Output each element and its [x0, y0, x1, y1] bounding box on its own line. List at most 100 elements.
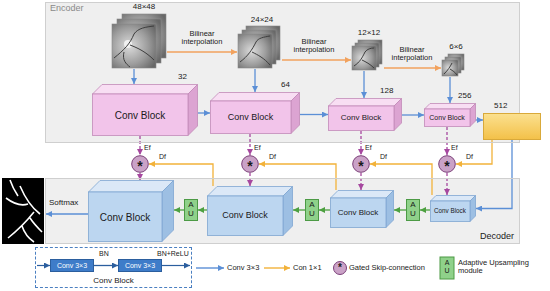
connector — [446, 173, 447, 195]
block-side-face — [470, 104, 476, 127]
node-text: 512 — [494, 102, 507, 111]
connector — [476, 119, 483, 120]
legend-conv-arrow — [196, 267, 224, 268]
node-text: Conv Block — [434, 208, 466, 215]
image-slice — [238, 34, 272, 68]
input-image-stack — [112, 14, 464, 76]
channel-count: 128 — [380, 87, 393, 96]
signal-label: Df — [159, 153, 166, 161]
connector — [476, 140, 512, 209]
text-holder: Conv Block — [88, 192, 162, 242]
connector — [446, 127, 447, 155]
output-arrow — [46, 213, 88, 214]
connector — [360, 173, 361, 190]
connector — [249, 134, 250, 155]
block-side-face — [470, 196, 476, 222]
connector — [94, 265, 118, 266]
text-holder: Conv 3×3 — [51, 260, 93, 271]
encoder-conv-block: Conv Block — [328, 98, 402, 131]
encoder-panel — [45, 2, 520, 143]
signal-label: Ef — [365, 144, 372, 152]
text-holder: Conv Block — [210, 101, 291, 134]
input-arrow — [254, 69, 255, 92]
segmented-vessels — [6, 180, 42, 242]
connector — [394, 209, 406, 210]
adaptive-upsampling-box: A U — [184, 199, 198, 221]
adaptive-upsampling-box: A U — [406, 199, 420, 221]
node-text: * — [358, 159, 363, 174]
node-text: Conv 3×3 — [57, 262, 87, 270]
legend-text: Conv 3×3 — [227, 264, 259, 272]
connector — [402, 114, 424, 115]
node-text: Conv Block — [222, 211, 268, 221]
image-slice — [112, 24, 156, 68]
text-holder: * — [352, 155, 370, 173]
block-top-face — [93, 85, 198, 95]
text-holder: 512 — [494, 102, 507, 111]
decoder-conv-block: Conv Block — [207, 186, 293, 236]
connector — [139, 136, 140, 155]
block-top-face — [431, 196, 476, 202]
interpolation-arrow — [384, 67, 441, 68]
gated-skip-connection: * — [241, 155, 259, 173]
encoder-conv-block: Conv Block — [424, 103, 476, 127]
block-front-face — [93, 94, 189, 136]
node-text: Conv Block — [338, 209, 378, 218]
signal-label: Ef — [254, 144, 261, 152]
text-holder: * — [241, 155, 259, 173]
signal-label: Df — [466, 153, 473, 161]
operation-label: Bilinear interpolation — [176, 30, 228, 47]
gated-skip-connection: * — [131, 155, 149, 173]
node-text: A U — [188, 201, 194, 219]
text-holder: Conv Block — [207, 196, 283, 236]
block-top-face — [89, 181, 174, 193]
block-side-face — [386, 191, 394, 228]
connector — [249, 173, 250, 186]
operation-label: Bilinear interpolation — [288, 38, 340, 55]
node-text: Conv Block — [341, 114, 381, 123]
text-holder: A U — [407, 200, 419, 220]
block-side-face — [394, 99, 402, 131]
block-front-face — [425, 109, 471, 127]
text-holder: Conv Block — [92, 94, 188, 136]
text-holder: A U — [306, 200, 318, 220]
legend-text: Con 1×1 — [293, 264, 322, 272]
conv-layer-box: Conv 3×3 — [50, 259, 94, 272]
connector — [319, 209, 330, 210]
block-shape — [88, 180, 174, 242]
text-holder: Conv 3×3 — [119, 260, 161, 271]
text-holder: Decoder — [480, 232, 514, 242]
adaptive-upsampling-box: A U — [305, 199, 319, 221]
layer-label: BN — [99, 250, 109, 258]
legend-symbol-text: A U — [442, 259, 452, 274]
text-holder: Conv Block — [330, 198, 386, 228]
decoder-conv-block: Conv Block — [330, 190, 394, 228]
block-side-face — [162, 181, 174, 242]
connector — [300, 114, 328, 115]
block-input-arrow — [37, 265, 50, 266]
legend-text: Gated Skip-connection — [349, 264, 425, 272]
image-size: 24×24 — [251, 16, 273, 25]
block-output-arrow — [162, 265, 190, 266]
encoder-conv-block: Conv Block — [92, 84, 198, 136]
gated-skip-connection: * — [438, 155, 456, 173]
encoder-conv-block: Conv Block — [210, 92, 300, 134]
node-text: A U — [410, 201, 416, 219]
node-text: Conv Block — [429, 114, 464, 122]
channel-count: 32 — [178, 73, 187, 82]
node-text: Conv Block — [36, 277, 191, 286]
connector — [293, 209, 305, 210]
legend-1x1-arrow — [264, 267, 290, 268]
block-top-face — [208, 187, 293, 197]
block-side-face — [291, 93, 300, 134]
interpolation-arrow — [167, 51, 237, 52]
signal-label: Ef — [451, 144, 458, 152]
bottleneck-block: 512 — [483, 113, 541, 140]
block-top-face — [329, 99, 402, 107]
block-front-face — [329, 106, 395, 131]
encoder-band: EncoderConv BlockConv BlockConv BlockCon… — [45, 2, 520, 143]
layer-label: BN+ReLU — [157, 250, 189, 258]
decoder-panel — [45, 178, 520, 244]
block-top-face — [211, 93, 300, 102]
legend-symbol-text: * — [338, 262, 342, 273]
